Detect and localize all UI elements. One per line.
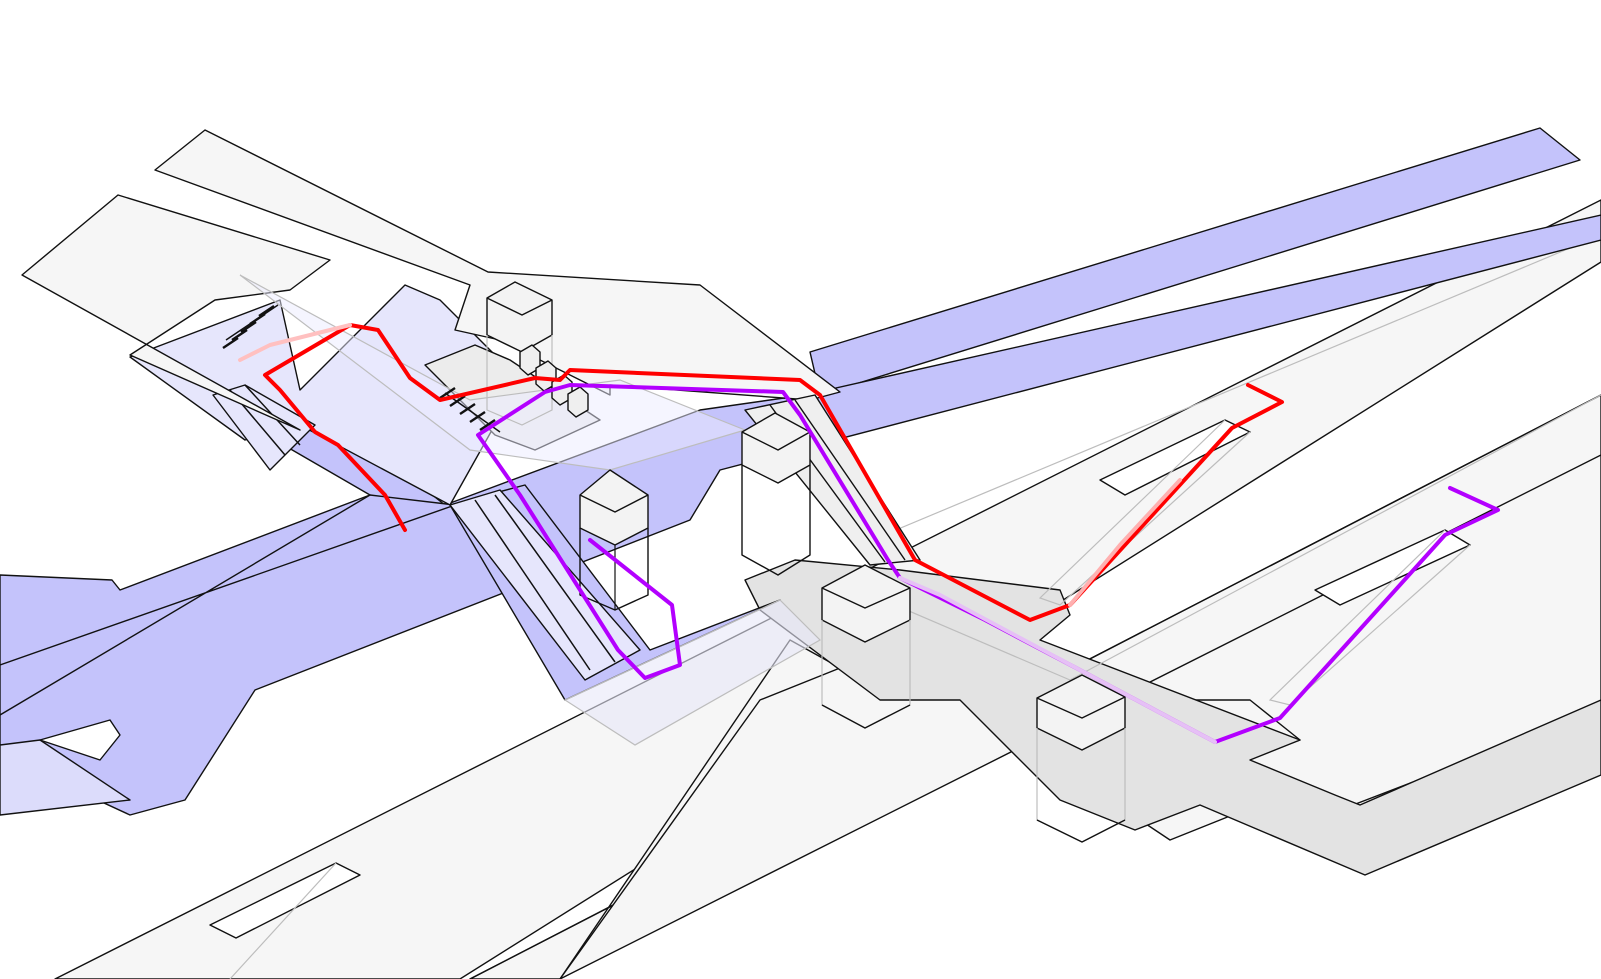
route-red-fade-a <box>238 323 352 362</box>
escalator-line-4 <box>494 494 616 663</box>
route-purple <box>476 383 1500 744</box>
stair-ghost-right-a <box>1038 419 1251 606</box>
elevator-box-icon <box>821 564 911 729</box>
ticket-gate-icon <box>519 344 589 418</box>
escalator-well-center <box>449 489 641 681</box>
elevators <box>486 281 1126 843</box>
gate-line-icon <box>222 304 279 349</box>
elevator-box-icon <box>741 412 811 576</box>
route-red <box>238 323 1284 622</box>
mezzanine-slab-top <box>154 129 841 401</box>
route-purple-path <box>476 383 1500 744</box>
upper-level <box>0 127 1601 816</box>
upper-stair-left <box>0 739 131 816</box>
route-purple-fade <box>898 576 1217 744</box>
mezzanine <box>21 129 921 566</box>
gates <box>222 304 589 433</box>
route-red-path <box>263 323 1284 622</box>
ghost-plane-right <box>859 234 1601 546</box>
elevator-box-icon <box>579 469 649 611</box>
mezzanine-slab-left <box>21 194 331 431</box>
stair-ghost-bottom <box>229 862 337 979</box>
platform-void-bottom <box>209 862 361 939</box>
escalator-well-left <box>212 384 316 471</box>
upper-void-left <box>39 719 121 761</box>
elevator-box-icon <box>1036 674 1126 843</box>
route-red-fade-b <box>1068 478 1182 607</box>
escalator-line-3 <box>474 499 591 671</box>
ghost-plane-mid <box>859 394 1601 681</box>
ramp-line-2 <box>794 399 906 561</box>
stair-ghost-right-b <box>1268 529 1471 706</box>
